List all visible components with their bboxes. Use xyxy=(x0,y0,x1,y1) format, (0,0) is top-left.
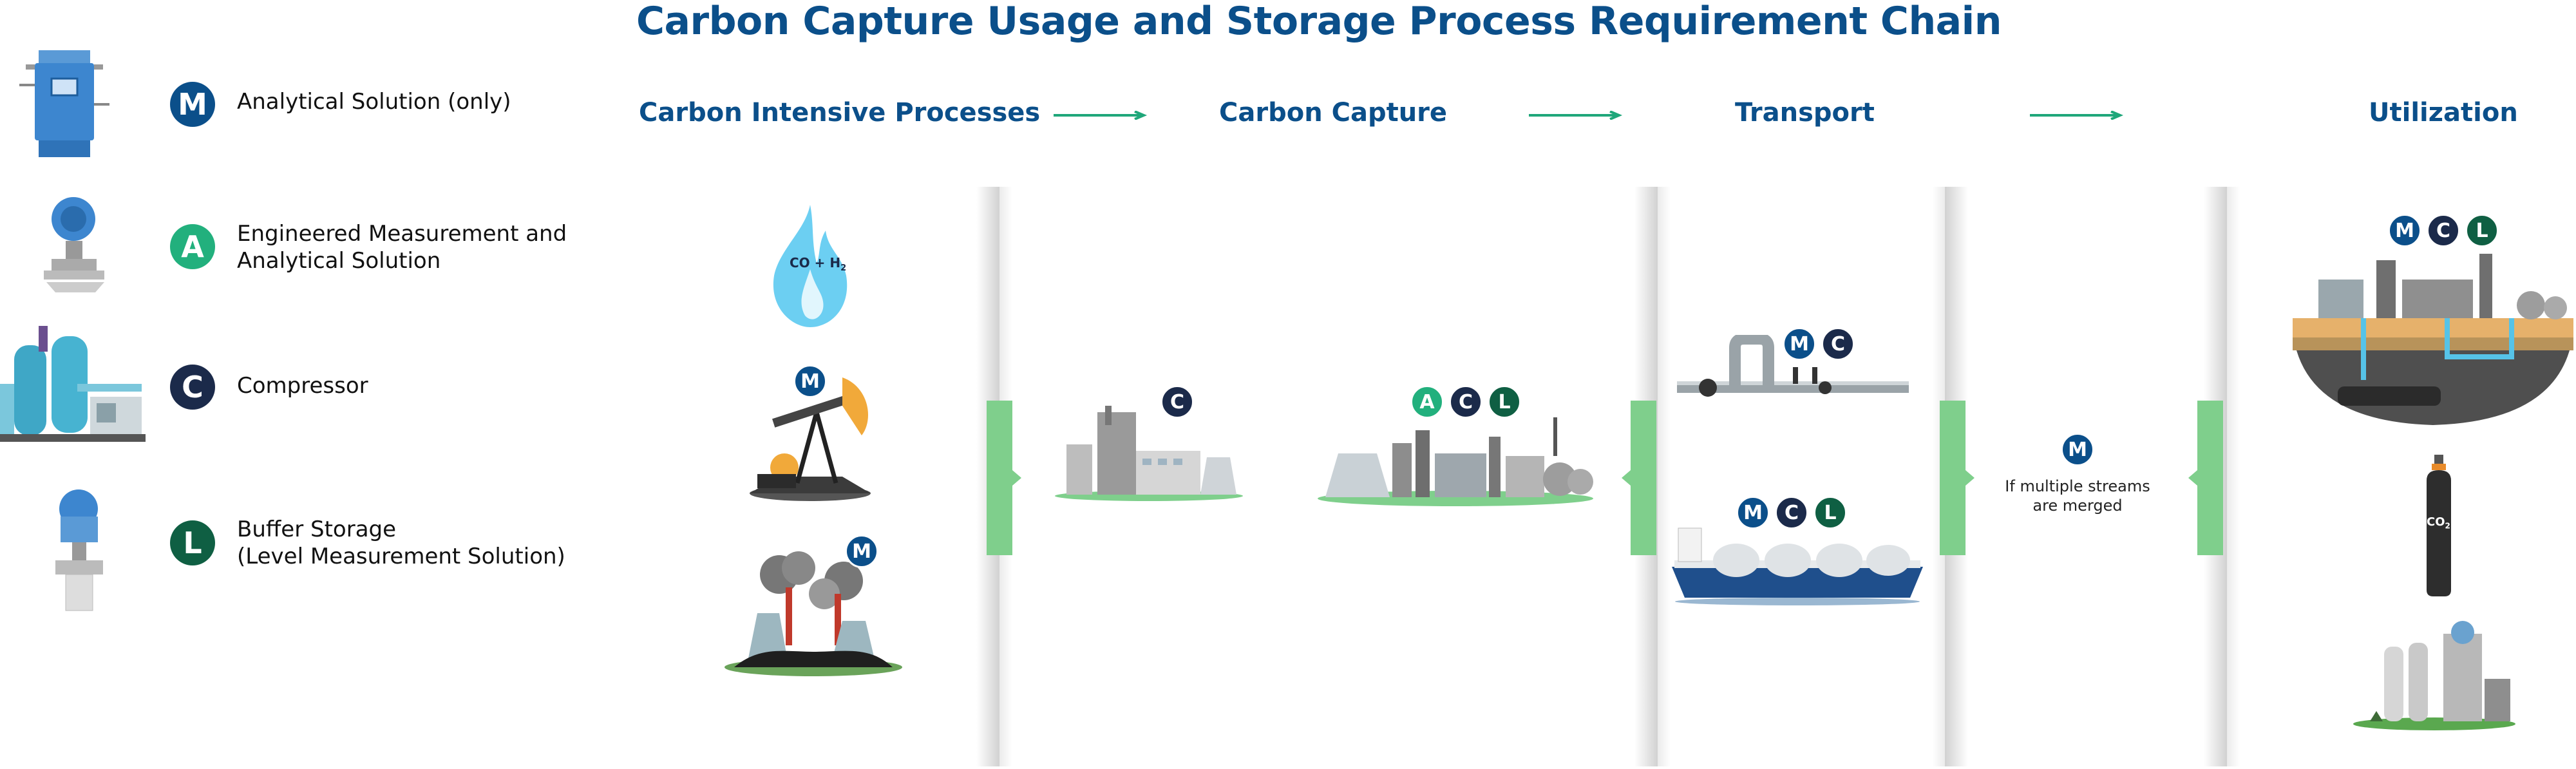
badge-c: C xyxy=(1449,385,1482,419)
legend-label-l-line1: Buffer Storage xyxy=(237,517,397,542)
badge-m: M xyxy=(1736,496,1770,529)
stage-heading-utilization: Utilization xyxy=(2369,98,2518,128)
stage-heading-transport: Transport xyxy=(1735,98,1875,128)
pipeline-icon xyxy=(1677,335,1909,397)
power-plant-emissions-icon xyxy=(724,551,902,676)
merge-note-line2: are merged xyxy=(2032,497,2123,515)
badge-m: M xyxy=(1783,327,1816,361)
flame-icon xyxy=(773,205,848,327)
flame-label: CO + H2 xyxy=(790,255,847,273)
lng-carrier-ship-icon xyxy=(1672,527,1923,605)
column-divider xyxy=(2227,187,2240,766)
badge-c: C xyxy=(1160,385,1194,419)
arrow-right-icon xyxy=(1529,111,1623,120)
badge-l-legend: L xyxy=(170,520,215,565)
column-divider xyxy=(1932,187,1945,766)
analyzer-cabinet-icon xyxy=(19,50,109,157)
level-sensor-icon xyxy=(55,489,103,611)
badge-a-legend: A xyxy=(170,224,215,269)
gas-plant-icon xyxy=(2353,621,2515,730)
legend-label-m: Analytical Solution (only) xyxy=(237,89,511,115)
stage-heading-carbon-capture: Carbon Capture xyxy=(1219,98,1448,128)
bracket-right-icon xyxy=(987,401,1021,555)
arrow-right-icon xyxy=(1054,111,1148,120)
industrial-facility-icon xyxy=(1055,406,1243,501)
arrow-right-icon xyxy=(2030,111,2124,120)
badge-c: C xyxy=(1775,496,1808,529)
column-divider xyxy=(1658,187,1671,766)
refinery-icon xyxy=(1318,417,1593,506)
badge-a: A xyxy=(1410,385,1444,419)
page-title: Carbon Capture Usage and Storage Process… xyxy=(636,0,2002,44)
bracket-right-icon xyxy=(1940,401,1975,555)
badge-m: M xyxy=(2388,214,2421,247)
badge-m: M xyxy=(845,535,878,568)
bracket-left-icon xyxy=(2188,401,2223,555)
compressor-icon xyxy=(0,326,146,442)
badge-c: C xyxy=(1821,327,1855,361)
badge-m: M xyxy=(2061,433,2094,466)
bracket-left-icon xyxy=(1622,401,1656,555)
badge-l: L xyxy=(1488,385,1521,419)
co2-cylinder-icon xyxy=(2427,455,2451,596)
legend-label-c: Compressor xyxy=(237,373,368,399)
legend-label-l-line2: (Level Measurement Solution) xyxy=(237,544,565,569)
stage-heading-carbon-intensive: Carbon Intensive Processes xyxy=(639,98,1041,128)
badge-m: M xyxy=(793,365,827,398)
badge-m-legend: M xyxy=(170,82,215,127)
badge-l: L xyxy=(2465,214,2499,247)
badge-c-legend: C xyxy=(170,365,215,410)
cylinder-label: CO2 xyxy=(2427,515,2450,531)
legend-label-a-line1: Engineered Measurement and xyxy=(237,221,567,247)
oil-pump-jack-icon xyxy=(750,377,871,501)
transmitter-icon xyxy=(44,197,104,292)
merge-note-line1: If multiple streams xyxy=(2005,477,2150,495)
legend-label-a-line2: Analytical Solution xyxy=(237,248,441,274)
underground-storage-icon xyxy=(2293,254,2573,425)
badge-c: C xyxy=(2427,214,2460,247)
badge-l: L xyxy=(1814,496,1847,529)
